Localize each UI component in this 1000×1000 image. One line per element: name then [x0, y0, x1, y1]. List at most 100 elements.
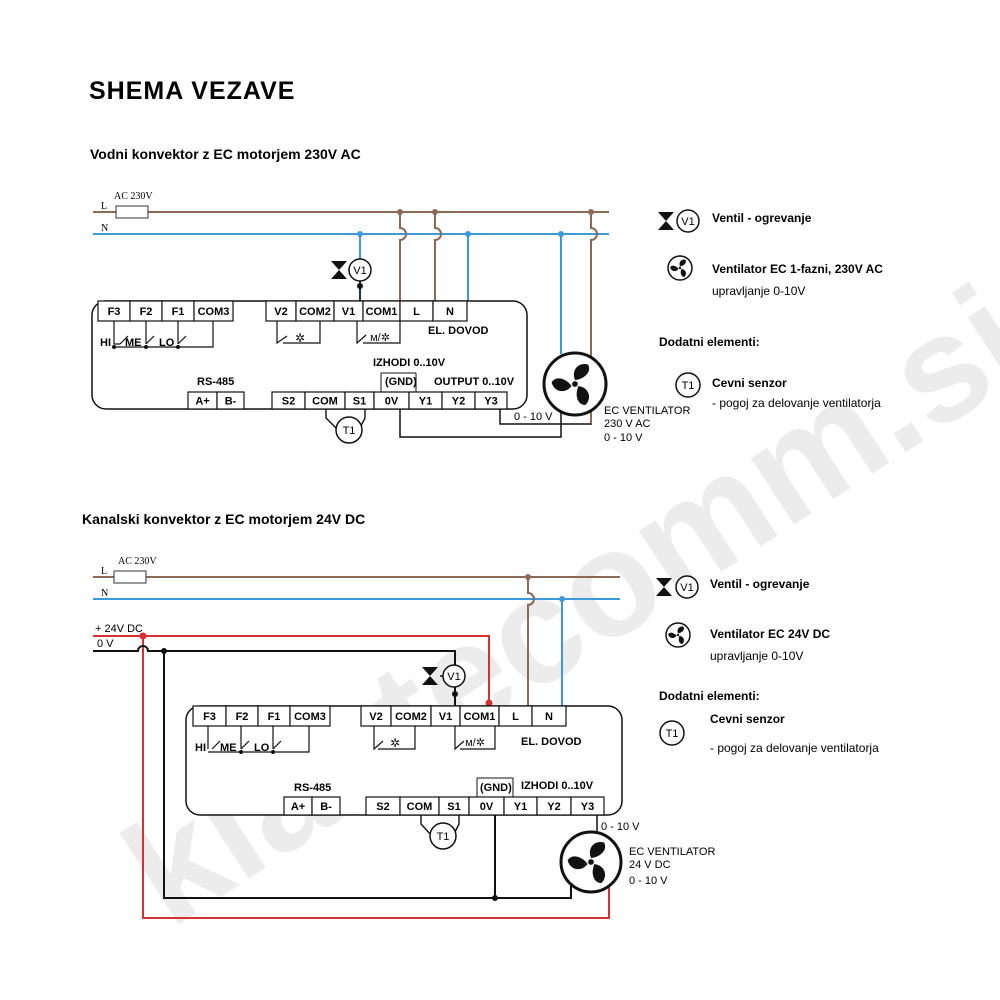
d1-fan-line2: 230 V AC	[604, 418, 651, 430]
d2-line-0v	[93, 645, 456, 706]
d2-terminal-y1: Y1	[514, 801, 527, 813]
d1-switch-lo: LO	[159, 337, 175, 349]
d2-supply-label: AC 230V	[118, 556, 157, 567]
d2-terminal-0v: 0V	[480, 801, 494, 813]
d2-izhodi: IZHODI 0..10V	[521, 780, 594, 792]
d1-switch-hi: HI	[100, 337, 111, 349]
d1-terminal-com3: COM3	[198, 306, 230, 318]
d1-gnd: (GND)	[385, 376, 417, 388]
d2-switch-me: ME	[220, 742, 237, 754]
d2-switch-lo: LO	[254, 742, 270, 754]
d2-sensor-label: T1	[437, 831, 450, 843]
d2-dc-plus: + 24V DC	[95, 623, 143, 635]
d2-fan-line2: 24 V DC	[629, 859, 671, 871]
d1-terminal-s2: S2	[282, 396, 295, 408]
d2-terminal-b: B-	[320, 801, 332, 813]
d2-terminal-com2: COM2	[395, 711, 427, 723]
d2-switch-hi: HI	[195, 742, 206, 754]
d2-valve-label: V1	[447, 671, 460, 683]
d1-switch-me: ME	[125, 337, 142, 349]
d2-terminal-v2: V2	[369, 711, 382, 723]
d2-legend-sensor: Cevni senzor	[710, 712, 785, 726]
d1-terminal-n: N	[446, 306, 454, 318]
d2-top-terminals: F3 F2 F1 COM3 V2 COM2 V1 COM1 L N	[192, 705, 567, 727]
d1-terminal-y2: Y2	[452, 396, 465, 408]
d2-legend-fan: Ventilator EC 24V DC	[710, 627, 830, 641]
d1-terminal-f1: F1	[172, 306, 185, 318]
d2-legend-heading: Dodatni elementi:	[659, 689, 760, 703]
d1-fuse	[115, 205, 149, 219]
d2-terminal-f2: F2	[236, 711, 249, 723]
d2-terminal-com3: COM3	[294, 711, 326, 723]
d1-l-label: L	[101, 201, 107, 212]
d2-fan-line1: EC VENTILATOR	[629, 846, 715, 858]
d2-l-label: L	[101, 566, 107, 577]
d1-terminal-l: L	[413, 306, 420, 318]
d1-terminal-f2: F2	[140, 306, 153, 318]
d1-snowflake-icon: ✲	[295, 331, 305, 345]
d2-terminal-a: A+	[291, 801, 305, 813]
d2-el-dovod: EL. DOVOD	[521, 736, 582, 748]
d2-terminal-l: L	[512, 711, 519, 723]
diagram1-heading: Vodni konvektor z EC motorjem 230V AC	[90, 146, 361, 162]
d1-legend-sensor-icon: T1	[682, 380, 695, 392]
d2-dc-zero: 0 V	[97, 638, 114, 650]
d1-rs485: RS-485	[197, 376, 234, 388]
d1-terminal-com1: COM1	[366, 306, 398, 318]
d1-legend-fan-sub: upravljanje 0-10V	[712, 284, 805, 298]
d2-terminal-f3: F3	[203, 711, 216, 723]
d2-terminal-y3: Y3	[581, 801, 594, 813]
d2-heat-cool-icon: ᴍ/✲	[465, 737, 485, 749]
d2-terminal-v1: V1	[439, 711, 452, 723]
d2-line-24v	[93, 635, 490, 706]
d1-fan-line1: EC VENTILATOR	[604, 405, 690, 417]
d1-legend-valve: Ventil - ogrevanje	[712, 211, 812, 225]
d1-terminal-box	[474, 391, 508, 410]
d1-terminal-com2: COM2	[299, 306, 331, 318]
d2-n-label: N	[101, 588, 108, 599]
d2-terminal-box	[570, 796, 605, 816]
d2-legend-valve: Ventil - ogrevanje	[710, 577, 810, 591]
d1-terminal-0v: 0V	[385, 396, 399, 408]
d1-legend: V1 Ventil - ogrevanje Ventilator EC 1-fa…	[658, 209, 883, 410]
d1-fan-line3: 0 - 10 V	[604, 432, 643, 444]
d1-terminal-v1: V1	[342, 306, 355, 318]
diagram2-heading: Kanalski konvektor z EC motorjem 24V DC	[82, 511, 365, 527]
d2-terminal-s2: S2	[376, 801, 389, 813]
d2-snowflake-icon: ✲	[390, 736, 400, 750]
d1-terminal-com: COM	[312, 396, 338, 408]
d1-output: OUTPUT 0..10V	[434, 376, 515, 388]
d1-terminal-b: B-	[225, 396, 237, 408]
d1-supply-label: AC 230V	[114, 191, 153, 202]
d1-terminal-y1: Y1	[419, 396, 432, 408]
d2-terminal-f1: F1	[268, 711, 281, 723]
d1-terminal-s1: S1	[353, 396, 366, 408]
d1-valve-label: V1	[353, 265, 366, 277]
d2-terminal-s1: S1	[447, 801, 460, 813]
d1-heat-cool-icon: ᴍ/✲	[370, 332, 390, 344]
d2-terminal-n: N	[545, 711, 553, 723]
d1-terminal-box	[432, 300, 468, 322]
d1-sensor-label: T1	[343, 425, 356, 437]
d2-terminal-com1: COM1	[464, 711, 496, 723]
page-title: SHEMA VEZAVE	[89, 77, 295, 105]
d1-terminal-y3: Y3	[484, 396, 497, 408]
d2-legend-sensor-sub: - pogoj za delovanje ventilatorja	[710, 741, 879, 755]
diagram2: AC 230V L N + 24V DC 0 V V1 F3 F2 F1 COM3 V2…	[93, 556, 879, 919]
d1-legend-sensor: Cevni senzor	[712, 376, 787, 390]
d1-terminal-a: A+	[195, 396, 209, 408]
d1-legend-fan: Ventilator EC 1-fazni, 230V AC	[712, 262, 883, 276]
d1-signal-label: 0 - 10 V	[514, 411, 553, 423]
d1-terminal-v2: V2	[274, 306, 287, 318]
d2-legend-fan-sub: upravljanje 0-10V	[710, 649, 803, 663]
d1-terminal-f3: F3	[108, 306, 121, 318]
d1-bottom-terminals: A+ B- S2 COM S1 0V Y1 Y2 Y3	[187, 391, 508, 410]
d1-legend-sensor-sub: - pogoj za delovanje ventilatorja	[712, 396, 881, 410]
d2-terminal-box	[289, 705, 331, 727]
d1-izhodi: IZHODI 0..10V	[373, 357, 446, 369]
d2-terminal-box	[531, 705, 567, 727]
d2-legend: V1 Ventil - ogrevanje Ventilator EC 24V …	[656, 575, 879, 755]
d1-el-dovod: EL. DOVOD	[428, 325, 489, 337]
d1-top-terminals: F3 F2 F1 COM3 V2 COM2 V1 COM1 L N	[97, 300, 468, 322]
